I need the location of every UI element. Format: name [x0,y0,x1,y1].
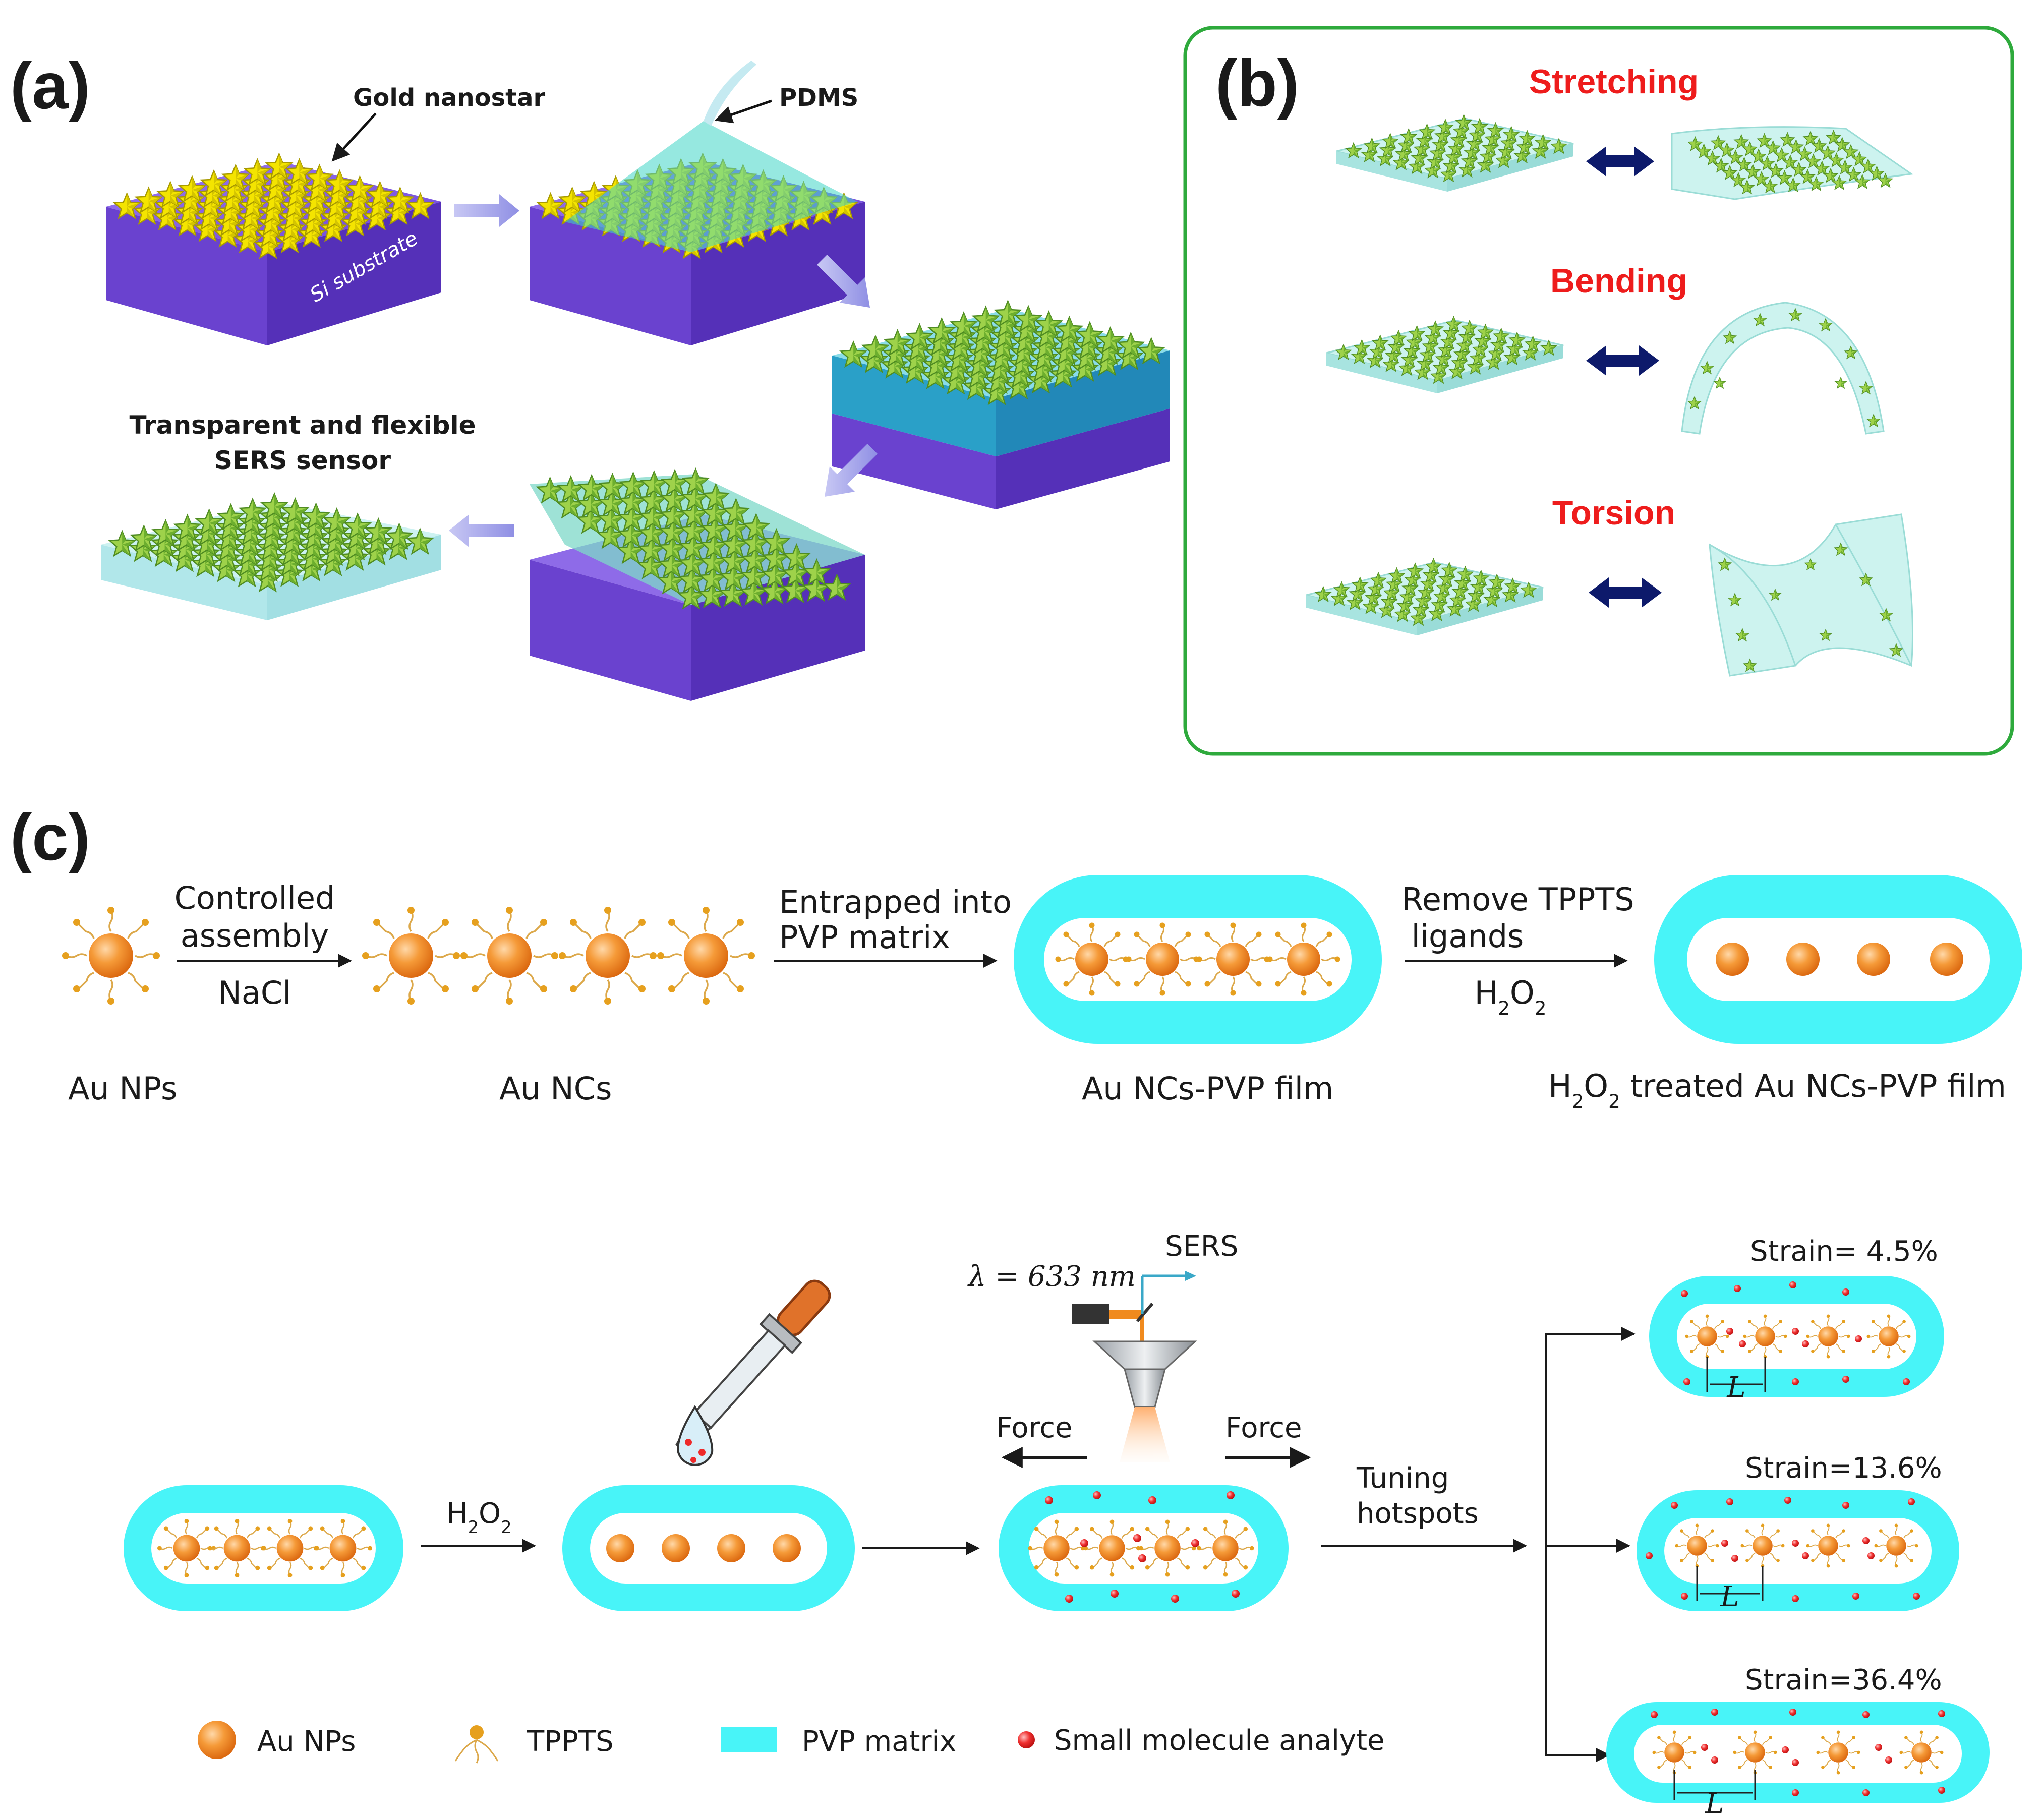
pvp-legend-swatch [721,1727,777,1752]
sensor-label-line2: SERS sensor [214,446,391,475]
h2o2-label: H2O2 [447,1497,512,1537]
stretched-film [1671,126,1914,200]
si-substrate-with-gold-nanostars: Si substrate [106,153,441,345]
panel-b-label: (b) [1215,46,1299,120]
bending-label: Bending [1550,262,1687,300]
pdms-label: PDMS [779,84,858,112]
sers-label: SERS [1165,1230,1238,1263]
caption-au-ncs: Au NCs [499,1070,612,1107]
pvp-film-before [124,1485,403,1611]
strain-label-3: Strain=36.4% [1745,1664,1942,1696]
process-arrow [817,255,870,308]
au-np-legend-swatch [198,1721,236,1759]
pdms-layer [565,121,857,252]
laser-probe [1072,1271,1197,1462]
process-arrow [825,444,878,497]
flat-film-bending [1326,316,1564,393]
step2-label-line1: Entrapped into [779,884,1012,920]
bent-film [1681,302,1885,435]
process-arrow [449,514,514,547]
flat-film-stretching [1336,114,1574,192]
strain-label-2: Strain=13.6% [1745,1452,1942,1485]
pvp-film-with-analyte [999,1485,1289,1611]
caption-film: Au NCs-PVP film [1082,1070,1333,1107]
wavelength-label: λ = 633 nm [967,1260,1136,1293]
au-ncs-pvp-film [1014,875,1382,1044]
step1-label-line2: assembly [181,917,329,954]
gap-label: L [1720,1580,1739,1613]
strain-film-2: Strain=13.6% L [1637,1452,1959,1613]
caption-treated-film: H2O2 treated Au NCs-PVP film [1548,1068,2006,1112]
double-arrow-icon [1586,345,1659,376]
cured-pdms-on-si [832,300,1170,509]
strain-film-3: Strain=36.4% L [1606,1664,1990,1817]
legend-au-nps: Au NPs [257,1725,356,1758]
step2-label-line2: PVP matrix [779,919,950,956]
au-np-single [61,906,161,1006]
step3-label-line1: Remove TPPTS [1401,881,1634,918]
gold-nanostar-label: Gold nanostar [353,84,546,112]
step1-label-line1: Controlled [174,880,335,916]
step1-reagent: NaCl [218,974,291,1011]
panel-b: (b) Stretching Bending Torsion [1183,26,2014,756]
gap-label: L [1705,1787,1724,1817]
h2o2-treated-film [1654,875,2022,1044]
legend-pvp: PVP matrix [802,1725,956,1758]
double-arrow-icon [1586,146,1654,177]
legend: Au NPs TPPTS PVP matrix Small molecule a… [198,1721,1384,1764]
panel-c-label: (c) [10,800,90,874]
process-arrow [454,194,519,227]
analyte-legend-swatch [1018,1731,1035,1748]
step3-reagent: H2O2 [1475,974,1547,1019]
force-left-label: Force [996,1412,1073,1444]
pvp-film-treated [562,1485,855,1611]
panel-c: (c) Controlled assembly NaCl Entrapped i… [10,800,2022,1817]
twisted-film [1709,513,1913,677]
torsion-label: Torsion [1552,494,1675,532]
peeling-step [530,468,865,701]
stretching-label: Stretching [1529,63,1699,101]
panel-a-label: (a) [10,49,90,123]
tuning-label-line1: Tuning [1356,1462,1449,1495]
strain-film-1: Strain= 4.5% L [1649,1235,1944,1404]
panel-a: (a) Si substrate Gold nanostar PDMS [10,49,1170,701]
transparent-flexible-sers-sensor [101,493,441,620]
caption-au-nps: Au NPs [68,1070,177,1107]
flat-film-torsion [1306,558,1544,635]
dropper-icon [675,1279,831,1466]
double-arrow-icon [1589,577,1662,608]
strain-label-1: Strain= 4.5% [1750,1235,1938,1268]
tuning-label-line2: hotspots [1357,1497,1479,1530]
legend-analyte: Small molecule analyte [1054,1724,1384,1757]
sensor-label-line1: Transparent and flexible [129,411,476,440]
gap-label: L [1726,1371,1745,1404]
tppts-legend-icon [454,1725,499,1764]
legend-tppts: TPPTS [527,1725,614,1758]
au-ncs-chain [361,906,756,1006]
step3-label-line2: ligands [1412,918,1524,955]
force-right-label: Force [1225,1412,1302,1444]
pdms-coating-step [530,61,865,345]
